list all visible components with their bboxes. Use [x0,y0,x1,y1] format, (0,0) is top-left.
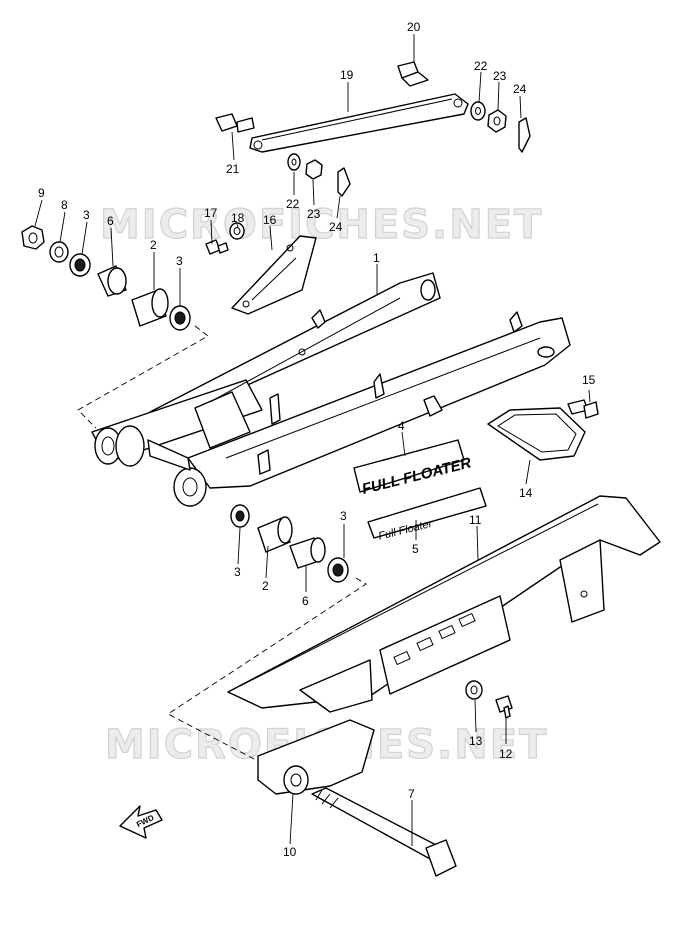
chain-adjuster-10 [257,719,375,795]
callout-9: 9 [38,186,45,200]
seal-3-left-bottom [169,305,191,331]
seal-3-right-bottom [327,557,349,583]
bolt-15 [567,399,599,419]
callout-22-upper: 22 [474,59,488,73]
cotter-pin-24-upper [518,117,531,153]
leader-lines [34,34,591,846]
bearing-2-left [131,288,169,327]
callout-4: 4 [398,419,405,433]
callout-6-a: 6 [107,214,114,228]
callout-12: 12 [499,747,513,761]
bolt-20 [397,61,429,87]
callout-5: 5 [412,542,419,556]
washer-13 [465,680,483,700]
bolt-17 [205,239,229,255]
watermark-top: MICROFICHES.NET [100,202,543,248]
nut-23-lower [305,159,323,180]
callout-13: 13 [469,734,483,748]
washer-22-upper [470,101,486,121]
callout-3-a: 3 [83,208,90,222]
bearing-2-right [257,516,293,553]
bolt-12 [495,695,513,719]
swingarm-1 [91,272,571,507]
callout-18: 18 [231,211,245,225]
collar-6-right [289,537,326,569]
cotter-pin-24-lower [337,167,351,197]
callout-20: 20 [407,20,421,34]
assembly-line-pivot [77,325,209,429]
callout-24-upper: 24 [513,82,527,96]
assembly-line-axle [167,577,367,761]
callout-2-b: 2 [262,579,269,593]
callout-17: 17 [204,206,218,220]
guard-14 [487,407,586,461]
callout-8: 8 [61,198,68,212]
bracket-16 [231,235,317,315]
torque-link-19 [249,93,469,153]
callout-1: 1 [373,251,380,265]
callout-19: 19 [340,68,354,82]
callout-10: 10 [283,845,297,859]
callout-22-lower: 22 [286,197,300,211]
seal-3-left-top [69,253,91,277]
callout-15: 15 [582,373,596,387]
seal-3-right-top [230,504,250,528]
callout-3-b: 3 [176,254,183,268]
nut-23-upper [487,109,507,133]
callout-3-d: 3 [340,509,347,523]
washer-8 [49,241,69,263]
axle-7 [311,787,457,877]
washer-18 [229,222,245,240]
collar-6-left [97,265,127,297]
callout-11: 11 [469,513,482,527]
washer-22-lower [287,153,301,171]
callout-23-upper: 23 [493,69,507,83]
callout-21: 21 [226,162,240,176]
fwd-arrow-icon: FWD [119,805,163,839]
callout-7: 7 [408,787,415,801]
callout-14: 14 [519,486,533,500]
bolt-21 [215,113,255,133]
clip-4 [423,395,443,417]
callout-16: 16 [263,213,277,227]
emblem-4: FULL FLOATER [353,439,473,498]
chain-case-11 [227,495,661,713]
callout-24-lower: 24 [329,220,343,234]
callout-23-lower: 23 [307,207,321,221]
callout-2-a: 2 [150,238,157,252]
callout-3-c: 3 [234,565,241,579]
callout-labels: 20 19 22 23 24 21 22 23 24 9 8 3 6 2 3 1… [38,20,596,859]
callout-6-b: 6 [302,594,309,608]
nut-9 [21,225,45,250]
